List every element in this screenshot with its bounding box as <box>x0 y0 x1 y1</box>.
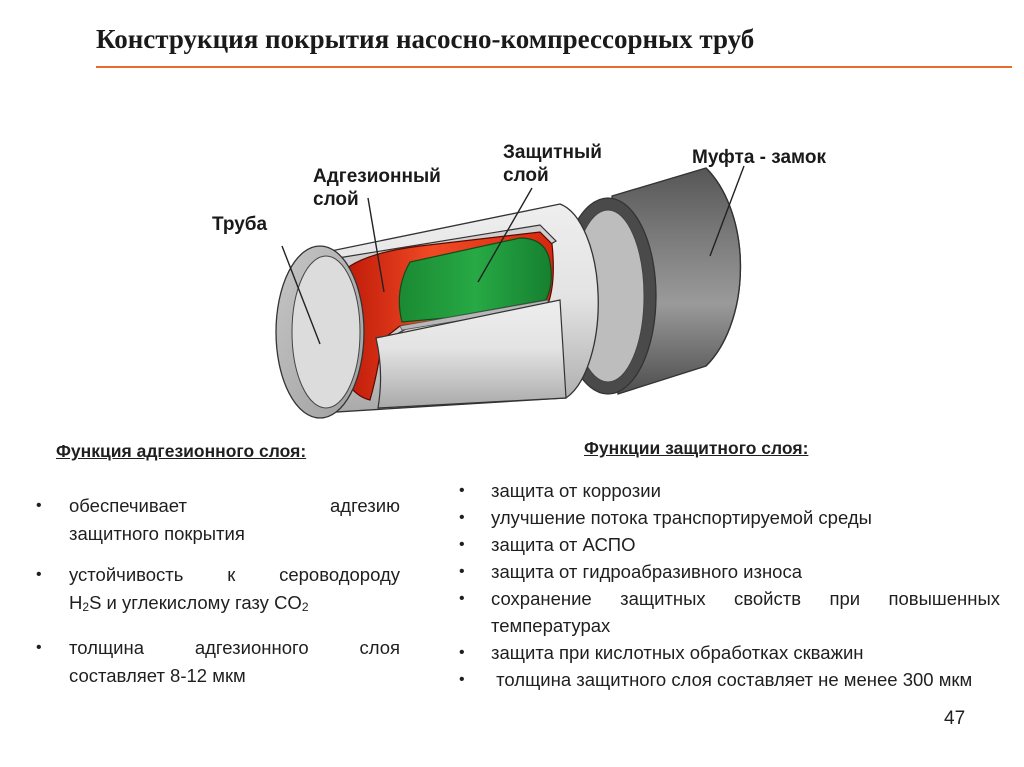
label-protective-layer: Защитный слой <box>503 141 602 187</box>
label-protective-line2: слой <box>503 165 549 186</box>
leader-lines <box>281 165 745 345</box>
bullet-icon: • <box>459 482 465 499</box>
coated-pipe-illustration <box>275 165 745 419</box>
list-item: • толщина адгезионного слоя составляет 8… <box>36 634 400 690</box>
pipe-end-inner <box>291 255 361 409</box>
left-heading: Функция адгезионного слоя: <box>56 441 307 461</box>
list-item: •защита при кислотных обработках скважин <box>454 639 1000 666</box>
list-item: •защита от коррозии <box>454 477 1000 504</box>
bullet-icon: • <box>36 497 42 514</box>
title-underline <box>96 66 1012 68</box>
label-adhesion-line2: слой <box>313 189 359 210</box>
label-pipe: Труба <box>212 214 268 235</box>
bullet-icon: • <box>459 509 465 526</box>
list-item: • толщина защитного слоя составляет не м… <box>454 666 1000 693</box>
bullet-icon: • <box>459 644 465 661</box>
bullet-icon: • <box>459 671 465 688</box>
list-item: •сохранение защитных свойств при повышен… <box>454 585 1000 639</box>
list-item: •защита от гидроабразивного износа <box>454 558 1000 585</box>
protective-layer <box>398 237 552 323</box>
label-adhesion-line1: Адгезионный <box>313 166 441 187</box>
page-number: 47 <box>944 708 966 729</box>
bullet-icon: • <box>459 536 465 553</box>
list-item: •улучшение потока транспортируемой среды <box>454 504 1000 531</box>
label-adhesion-layer: Адгезионный слой <box>313 165 441 211</box>
list-item: • устойчивость к сероводороду H2S и угле… <box>36 561 400 621</box>
list-item: • обеспечивает адгезию защитного покрыти… <box>36 492 400 548</box>
bullet-icon: • <box>36 566 42 583</box>
right-heading: Функции защитного слоя: <box>584 438 809 458</box>
slide-title: Конструкция покрытия насосно-компрессорн… <box>96 24 755 54</box>
label-protective-line1: Защитный <box>503 142 602 163</box>
bullet-icon: • <box>459 590 465 607</box>
adhesion-functions-list: • обеспечивает адгезию защитного покрыти… <box>36 492 400 703</box>
pipe-lower-wall <box>375 299 567 409</box>
label-coupling: Муфта - замок <box>692 147 826 168</box>
protective-functions-list: •защита от коррозии •улучшение потока тр… <box>454 477 1000 693</box>
bullet-icon: • <box>36 639 42 656</box>
bullet-icon: • <box>459 563 465 580</box>
list-item: •защита от АСПО <box>454 531 1000 558</box>
